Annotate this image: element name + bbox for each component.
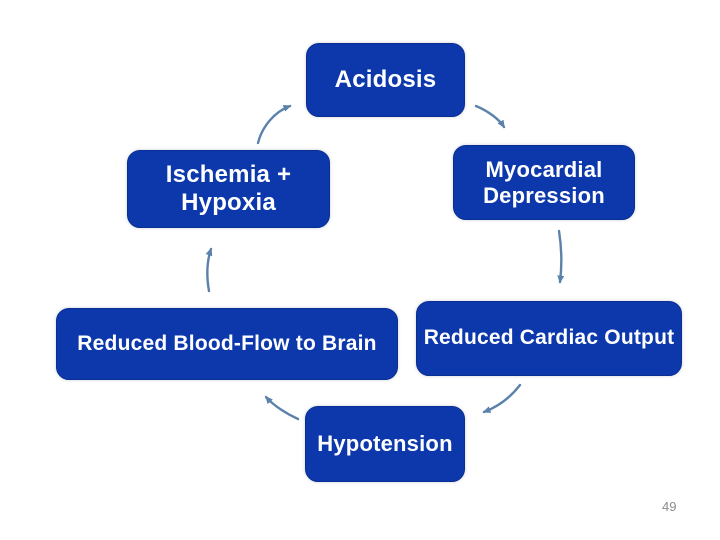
node-label-line: Acidosis [334, 65, 437, 93]
arrow-hypotension-to-bloodflow-icon [264, 395, 300, 421]
node-myocardial-depression: Myocardial Depression [453, 145, 635, 220]
node-label-line: Hypotension [317, 431, 453, 457]
arrow-myocardial-to-cardiac-icon [557, 229, 565, 284]
node-label-line: Depression [483, 182, 605, 208]
page-number: 49 [662, 499, 677, 514]
arrow-cardiac-to-hypotension-icon [482, 383, 522, 414]
node-ischemia-hypoxia: Ischemia + Hypoxia [127, 150, 330, 228]
node-label-line: Myocardial [485, 156, 603, 182]
node-label-line: Ischemia + [165, 160, 292, 188]
node-reduced-blood-flow-to-brain: Reduced Blood-Flow to Brain [56, 308, 398, 380]
node-label-line: Reduced Blood-Flow to Brain [77, 331, 377, 355]
arrow-acidosis-to-myocardial-icon [474, 104, 506, 129]
node-label-line: Hypoxia [181, 189, 276, 216]
node-hypotension: Hypotension [305, 406, 465, 482]
node-reduced-cardiac-output: Reduced Cardiac Output [416, 301, 682, 376]
node-acidosis: Acidosis [306, 43, 465, 117]
node-label-line: Reduced Cardiac Output [423, 326, 675, 350]
arrow-ischemia-to-acidosis-icon [256, 104, 292, 145]
arrow-bloodflow-to-ischemia-icon [205, 247, 213, 293]
